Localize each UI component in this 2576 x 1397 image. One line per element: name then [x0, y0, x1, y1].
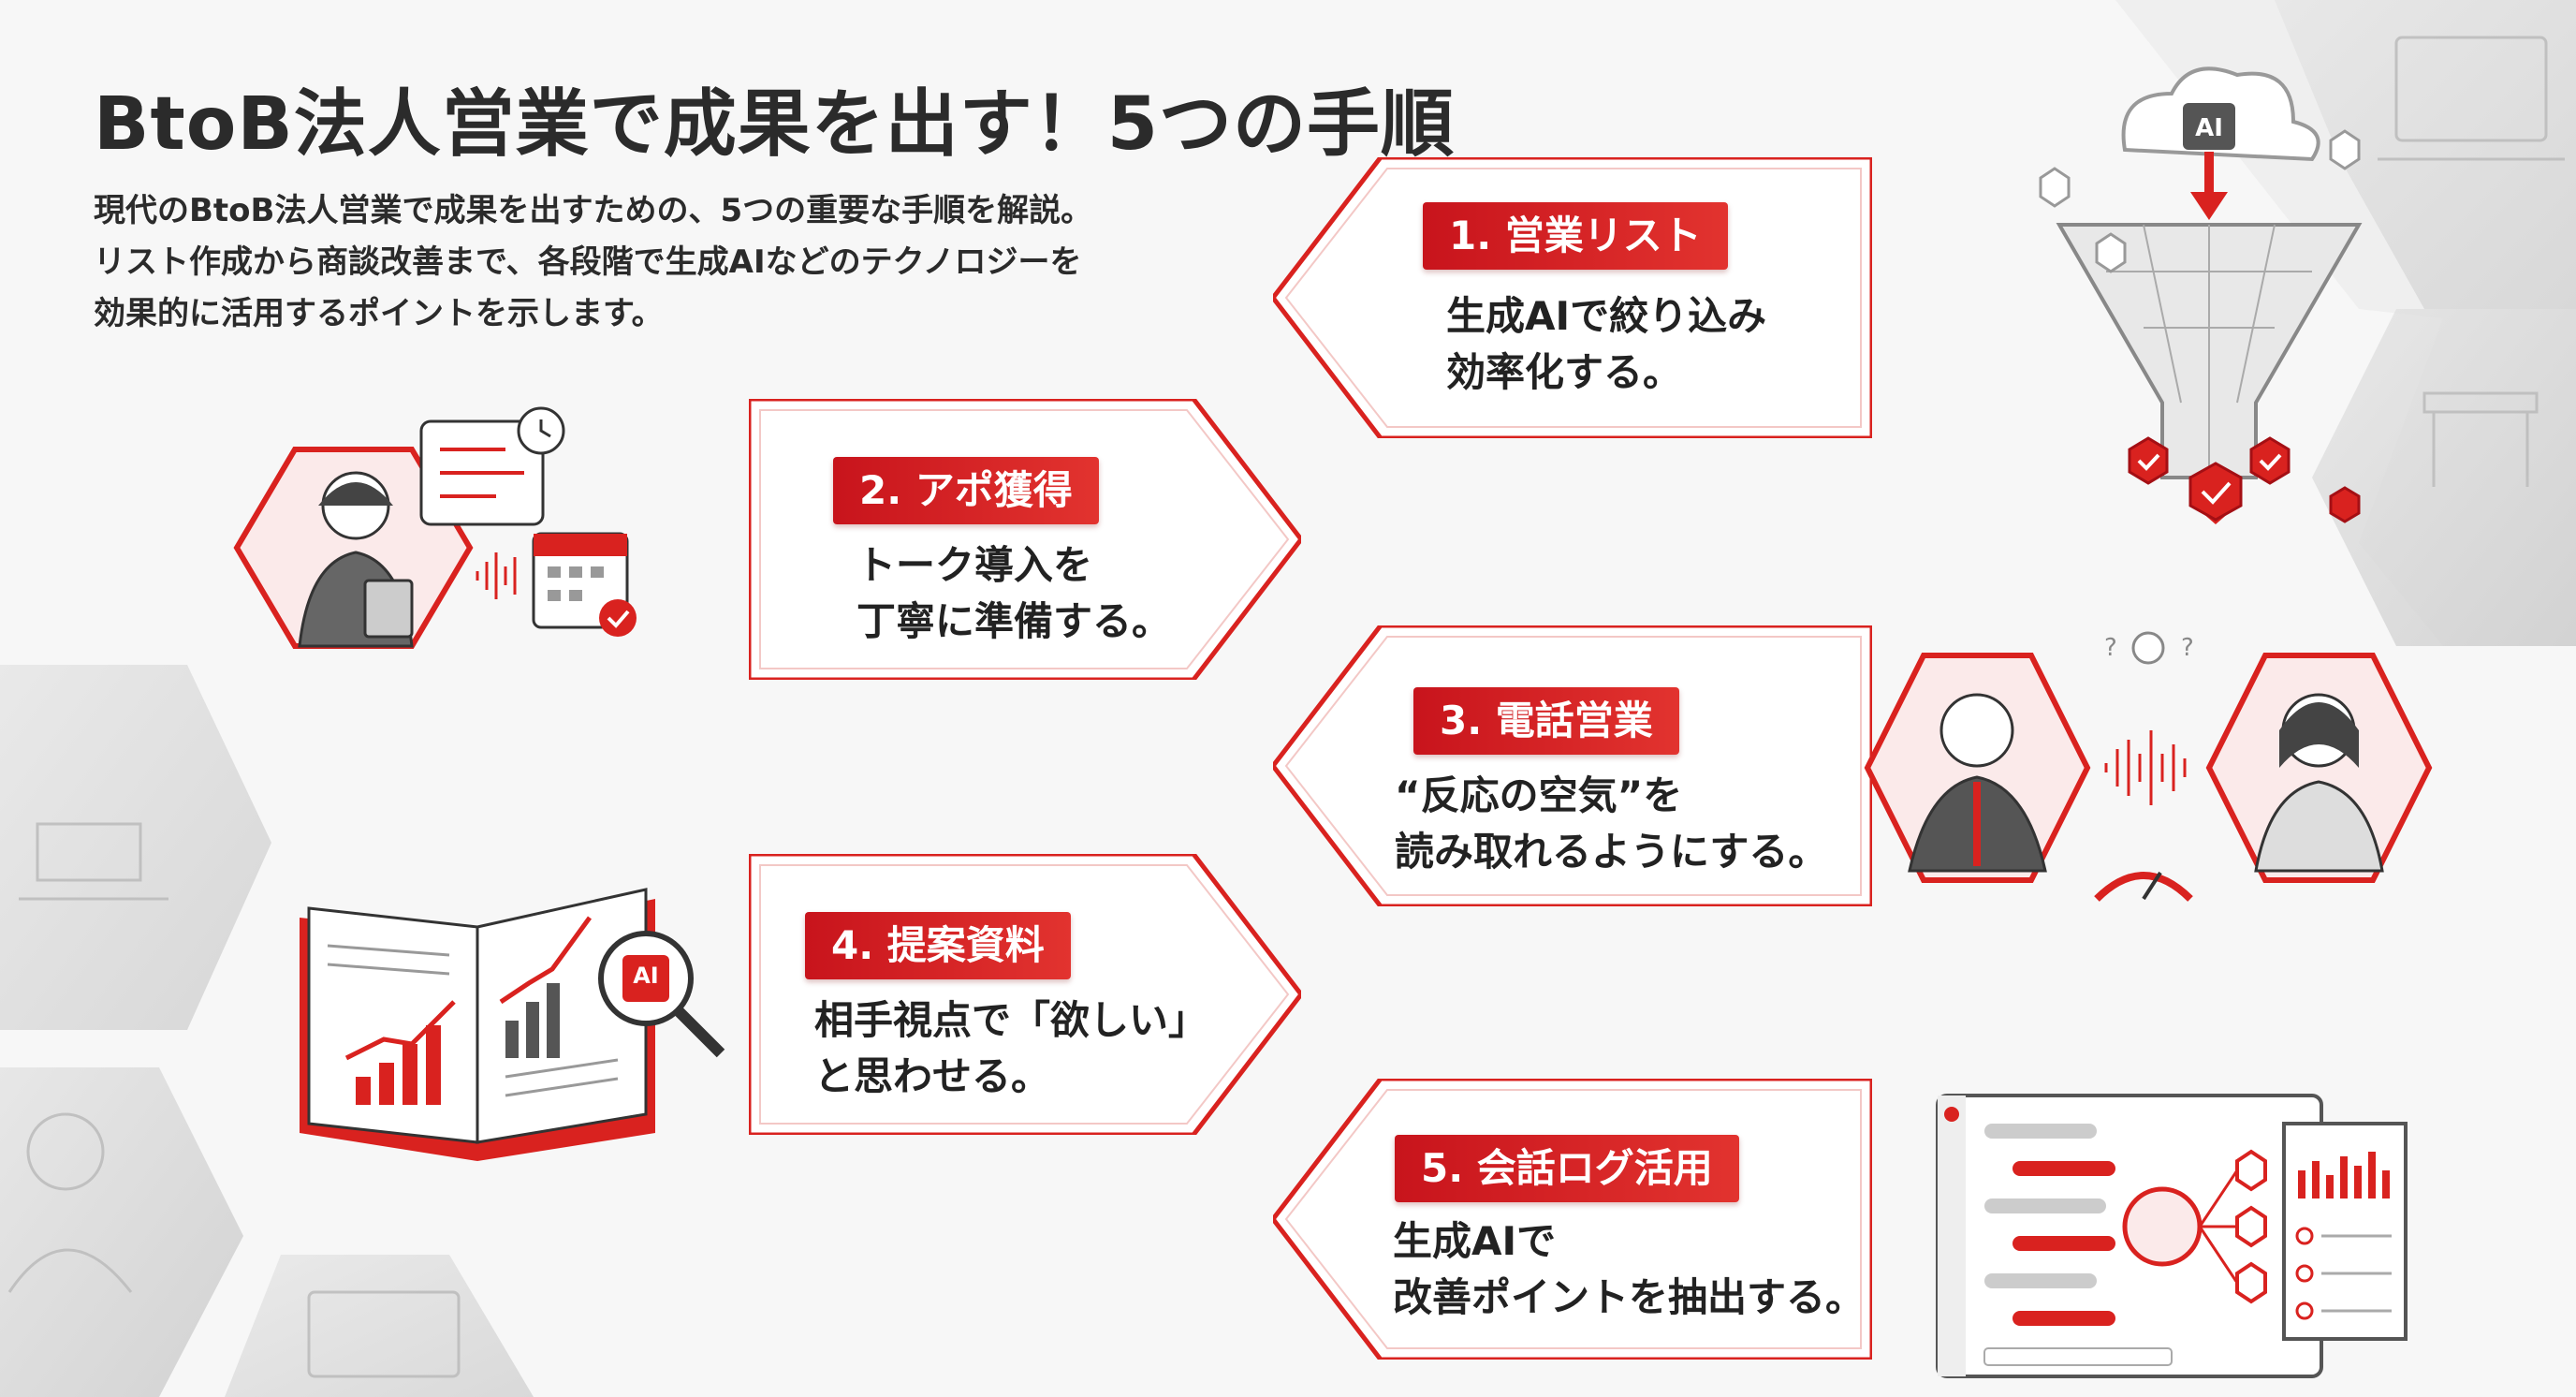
proposal-illustration: AI [281, 861, 758, 1161]
operator-illustration [225, 393, 711, 702]
conversation-log-icon [1936, 1094, 2408, 1378]
subtitle-line-2: リスト作成から商談改善まで、各段階で生成AIなどのテクノロジーを [94, 243, 1082, 281]
subtitle-line-1: 現代のBtoB法人営業で成果を出すための、5つの重要な手順を解説。 [94, 192, 1093, 229]
chat-log-illustration [1928, 1086, 2415, 1386]
proposal-ai-label: AI [633, 963, 659, 989]
step-2-line-1: トーク導入を [856, 542, 1093, 588]
step-5-line-1: 生成AIで [1393, 1218, 1557, 1264]
phone-call-illustration: ? ? [1863, 627, 2452, 908]
step-2-description: トーク導入を 丁寧に準備する。 [856, 537, 1171, 650]
ai-funnel-illustration: AI [2022, 37, 2378, 543]
step-5-line-2: 改善ポイントを抽出する。 [1393, 1274, 1866, 1320]
step-4-line-1: 相手視点で「欲しい」 [814, 997, 1208, 1043]
step-3-description: “反応の空気”を 読み取れるようにする。 [1395, 768, 1827, 880]
funnel-ai-label: AI [2195, 114, 2223, 142]
step-3-line-1: “反応の空気”を [1395, 772, 1683, 818]
proposal-chart-icon [300, 888, 725, 1161]
step-1-card: 1. 営業リスト 生成AIで絞り込み 効率化する。 [1273, 157, 1872, 438]
step-4-label: 4. 提案資料 [805, 912, 1071, 979]
funnel-icon [2039, 66, 2363, 524]
step-2-label: 2. アポ獲得 [833, 457, 1099, 524]
step-3-line-2: 読み取れるようにする。 [1395, 829, 1828, 875]
subtitle-line-3: 効果的に活用するポイントを示します。 [94, 295, 664, 332]
svg-text:?: ? [2104, 634, 2117, 662]
step-3-label: 3. 電話営業 [1413, 687, 1679, 755]
step-2-line-2: 丁寧に準備する。 [856, 598, 1172, 644]
step-1-line-2: 効率化する。 [1446, 349, 1683, 395]
step-1-label: 1. 営業リスト [1423, 202, 1728, 270]
step-4-description: 相手視点で「欲しい」 と思わせる。 [814, 993, 1208, 1105]
step-4-card: 4. 提案資料 相手視点で「欲しい」 と思わせる。 [749, 854, 1301, 1135]
page-title: BtoB法人営業で成果を出す！5つの手順 [94, 82, 1456, 167]
headset-operator-icon [233, 406, 637, 649]
step-5-label: 5. 会話ログ活用 [1395, 1135, 1739, 1202]
step-2-card: 2. アポ獲得 トーク導入を 丁寧に準備する。 [749, 399, 1301, 680]
step-5-card: 5. 会話ログ活用 生成AIで 改善ポイントを抽出する。 [1273, 1079, 1872, 1360]
svg-text:?: ? [2181, 634, 2194, 662]
step-1-description: 生成AIで絞り込み 効率化する。 [1446, 288, 1766, 401]
step-1-line-1: 生成AIで絞り込み [1446, 293, 1767, 339]
step-4-line-2: と思わせる。 [814, 1053, 1051, 1099]
step-5-description: 生成AIで 改善ポイントを抽出する。 [1393, 1213, 1865, 1326]
step-3-card: 3. 電話営業 “反応の空気”を 読み取れるようにする。 [1273, 625, 1872, 906]
phone-conversation-icon: ? ? [1864, 631, 2433, 902]
page-subtitle: 現代のBtoB法人営業で成果を出すための、5つの重要な手順を解説。 リスト作成か… [94, 185, 1179, 340]
